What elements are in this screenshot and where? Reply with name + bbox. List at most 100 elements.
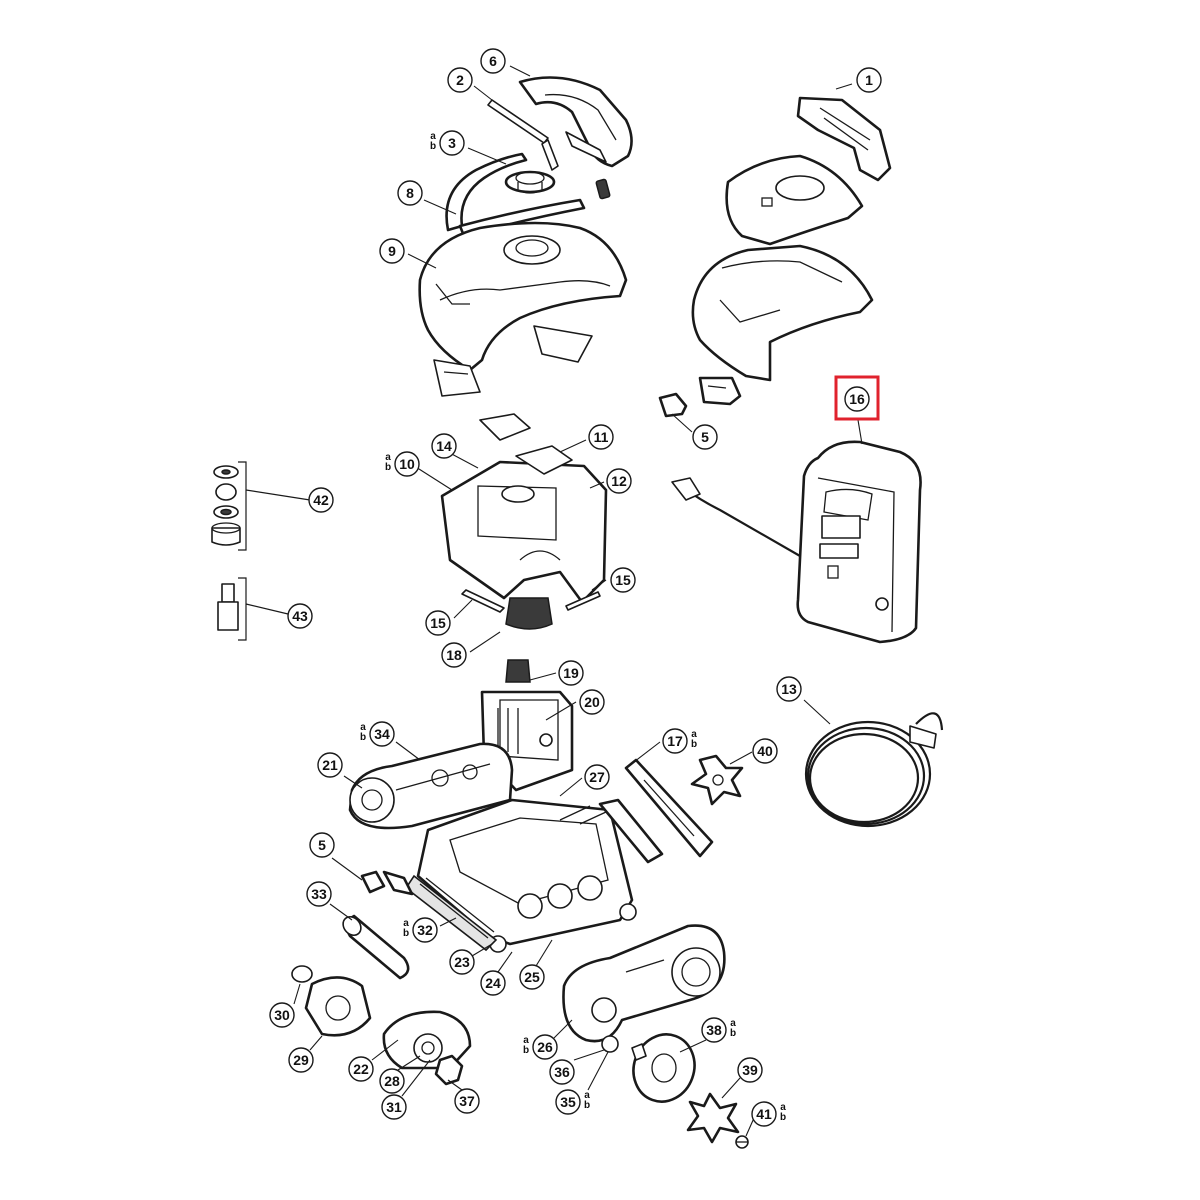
- callout-22[interactable]: 22: [348, 1056, 374, 1082]
- svg-text:27: 27: [589, 769, 605, 785]
- callout-27[interactable]: 27: [584, 764, 610, 790]
- svg-text:13: 13: [781, 681, 797, 697]
- svg-text:ab: ab: [403, 918, 409, 939]
- svg-text:33: 33: [311, 886, 327, 902]
- svg-text:22: 22: [353, 1061, 369, 1077]
- callout-31[interactable]: 31: [381, 1094, 407, 1120]
- callout-28[interactable]: 28: [379, 1068, 405, 1094]
- callout-29[interactable]: 29: [288, 1047, 314, 1073]
- callout-23[interactable]: 23: [449, 949, 475, 975]
- svg-text:25: 25: [524, 969, 540, 985]
- callout-12[interactable]: 12: [606, 468, 632, 494]
- svg-text:37: 37: [459, 1093, 475, 1109]
- part-17-filter-panel: [598, 758, 714, 864]
- part-38-wheel: [632, 1033, 696, 1103]
- svg-text:5: 5: [701, 429, 709, 445]
- callout-43[interactable]: 43: [287, 603, 313, 629]
- svg-text:1: 1: [865, 72, 873, 88]
- svg-text:ab: ab: [584, 1090, 590, 1111]
- callout-5-lower[interactable]: 5: [309, 832, 335, 858]
- svg-text:26: 26: [537, 1039, 553, 1055]
- callout-39[interactable]: 39: [737, 1057, 763, 1083]
- svg-text:16: 16: [849, 391, 865, 407]
- svg-text:2: 2: [456, 72, 464, 88]
- part-32-brush: [404, 874, 498, 952]
- svg-text:15: 15: [615, 572, 631, 588]
- part-5-clip-upper: [658, 376, 742, 418]
- callout-13[interactable]: 13: [776, 676, 802, 702]
- svg-text:ab: ab: [780, 1102, 786, 1123]
- part-1-handle: [796, 96, 892, 182]
- callout-5-upper[interactable]: 5: [692, 424, 718, 450]
- svg-text:8: 8: [406, 185, 414, 201]
- part-37-gear: [434, 1054, 464, 1086]
- callout-42[interactable]: 42: [308, 487, 334, 513]
- callout-36[interactable]: 36: [549, 1059, 575, 1085]
- callout-33[interactable]: 33: [306, 881, 332, 907]
- svg-text:ab: ab: [430, 131, 436, 152]
- callout-37[interactable]: 37: [454, 1088, 480, 1114]
- callout-11[interactable]: 11: [588, 424, 614, 450]
- callout-15-left[interactable]: 15: [425, 610, 451, 636]
- part-29-30-wheel-hub: [291, 965, 372, 1037]
- svg-text:31: 31: [386, 1099, 402, 1115]
- callout-6[interactable]: 6: [480, 48, 506, 74]
- svg-text:41: 41: [756, 1106, 772, 1122]
- callout-21[interactable]: 21: [317, 752, 343, 778]
- svg-text:32: 32: [417, 922, 433, 938]
- callout-2[interactable]: 2: [447, 67, 473, 93]
- part-34-side-plate: [348, 742, 514, 830]
- svg-text:21: 21: [322, 757, 338, 773]
- part-40-drive-gear: [690, 754, 744, 806]
- callout-16-highlighted[interactable]: 16: [834, 375, 880, 421]
- callout-9[interactable]: 9: [379, 238, 405, 264]
- callout-1[interactable]: 1: [856, 67, 882, 93]
- svg-text:19: 19: [563, 665, 579, 681]
- part-41-screw: [735, 1135, 749, 1149]
- callout-14[interactable]: 14: [431, 433, 457, 459]
- svg-text:29: 29: [293, 1052, 309, 1068]
- callout-20[interactable]: 20: [579, 689, 605, 715]
- part-43-connector: [217, 583, 239, 631]
- svg-text:23: 23: [454, 954, 470, 970]
- callout-8[interactable]: 8: [397, 180, 423, 206]
- callout-24[interactable]: 24: [480, 970, 506, 996]
- part-3-impeller-cap: [504, 170, 556, 194]
- callout-18[interactable]: 18: [441, 642, 467, 668]
- part-36-35-bushing: [601, 1035, 647, 1061]
- callout-15-right[interactable]: 15: [610, 567, 636, 593]
- svg-text:43: 43: [292, 608, 308, 624]
- part-9-top-lid: [418, 221, 628, 397]
- svg-text:38: 38: [706, 1022, 722, 1038]
- svg-text:20: 20: [584, 694, 600, 710]
- svg-text:30: 30: [274, 1007, 290, 1023]
- svg-text:35: 35: [560, 1094, 576, 1110]
- top-lid-alt-assembly: [691, 154, 874, 382]
- svg-text:ab: ab: [691, 729, 697, 750]
- part-16-power-supply: [671, 440, 922, 644]
- part-27-chassis: [416, 798, 637, 953]
- svg-text:3: 3: [448, 135, 456, 151]
- svg-text:ab: ab: [523, 1035, 529, 1056]
- svg-text:ab: ab: [360, 722, 366, 743]
- callout-19[interactable]: 19: [558, 660, 584, 686]
- callout-40[interactable]: 40: [752, 738, 778, 764]
- svg-text:12: 12: [611, 473, 627, 489]
- part-26-side-plate: [562, 924, 726, 1043]
- svg-text:28: 28: [384, 1073, 400, 1089]
- svg-text:40: 40: [757, 743, 773, 759]
- callout-30[interactable]: 30: [269, 1002, 295, 1028]
- svg-text:6: 6: [489, 53, 497, 69]
- callout-25[interactable]: 25: [519, 964, 545, 990]
